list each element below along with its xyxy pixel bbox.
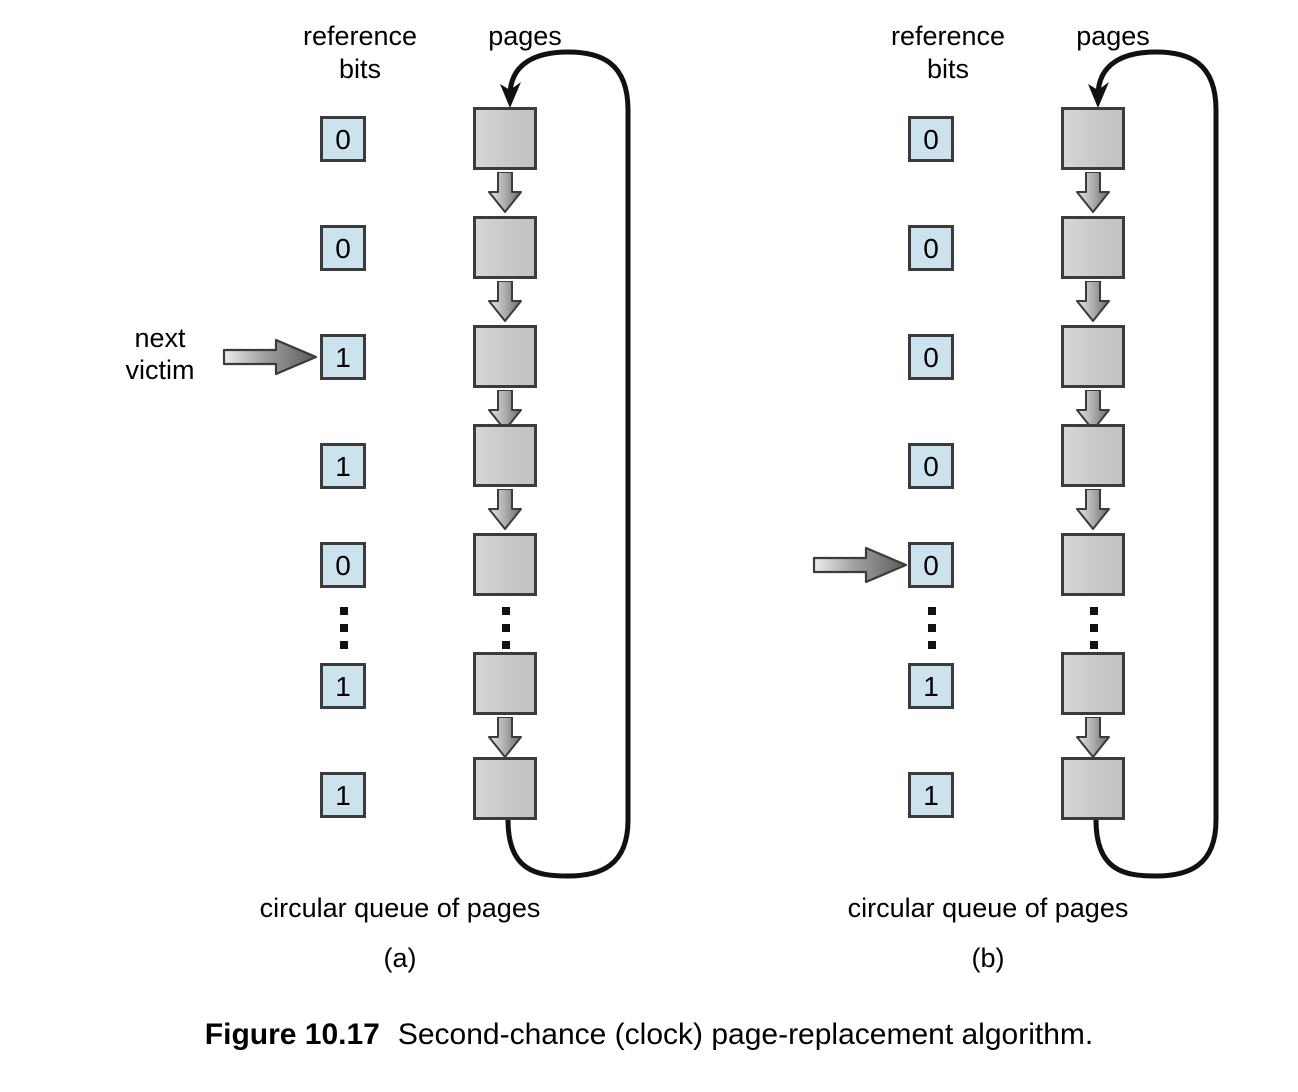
page-box [1061,107,1125,170]
panel-b: reference bits pages 0 0 0 0 0 1 1 [648,0,1238,980]
next-victim-pointer-arrow [222,337,318,377]
queue-link-arrow [1075,390,1111,432]
page-box [1061,757,1125,820]
reference-bits-ellipsis [927,607,937,649]
queue-link-arrow [1075,281,1111,323]
column-header-pages: pages [1076,21,1150,51]
reference-bits-ellipsis [339,607,349,649]
page-box [473,107,537,170]
figure-number: Figure 10.17 [204,1018,380,1051]
page-box [1061,652,1125,715]
page-box [473,757,537,820]
column-header-pages: pages [488,21,562,51]
reference-bit-cell: 1 [320,663,366,709]
reference-bit-cell: 0 [908,116,954,162]
reference-bit-cell: 1 [320,443,366,489]
reference-bit-cell: 0 [320,116,366,162]
page-box [1061,424,1125,487]
reference-bit-cell: 0 [908,542,954,588]
reference-bit-cell: 0 [908,334,954,380]
page-box [473,652,537,715]
reference-bit-cell: 1 [908,663,954,709]
reference-bit-cell: 1 [320,772,366,818]
queue-link-arrow [1075,172,1111,214]
figure-caption: Figure 10.17 Second-chance (clock) page-r… [0,1018,1298,1052]
column-header-reference-bits: reference bits [890,21,1006,84]
queue-link-arrow [487,489,523,531]
panel-letter: (b) [971,943,1005,973]
panel-letter: (a) [383,943,417,973]
queue-link-arrow [487,172,523,214]
page-box [473,424,537,487]
reference-bit-cell: 0 [320,542,366,588]
reference-bit-cell: 0 [320,225,366,271]
page-box [1061,216,1125,279]
clock-hand-pointer-arrow [812,545,908,585]
queue-link-arrow [487,281,523,323]
page-box [473,325,537,388]
page-box [1061,325,1125,388]
next-victim-label: next victim [125,323,195,385]
pages-ellipsis [1089,607,1099,649]
queue-caption: circular queue of pages [847,893,1129,923]
column-header-reference-bits: reference bits [302,21,418,84]
queue-caption: circular queue of pages [259,893,541,923]
page-box [473,533,537,596]
panel-a: reference bits pages 0 0 1 1 0 1 1 next … [60,0,650,980]
page-box [1061,533,1125,596]
figure-caption-text: Second-chance (clock) page-replacement a… [397,1018,1094,1051]
page-box [473,216,537,279]
queue-link-arrow [1075,489,1111,531]
reference-bit-cell: 1 [320,334,366,380]
queue-link-arrow [487,717,523,759]
queue-link-arrow [487,390,523,432]
pages-ellipsis [501,607,511,649]
reference-bit-cell: 0 [908,443,954,489]
queue-link-arrow [1075,717,1111,759]
reference-bit-cell: 0 [908,225,954,271]
reference-bit-cell: 1 [908,772,954,818]
